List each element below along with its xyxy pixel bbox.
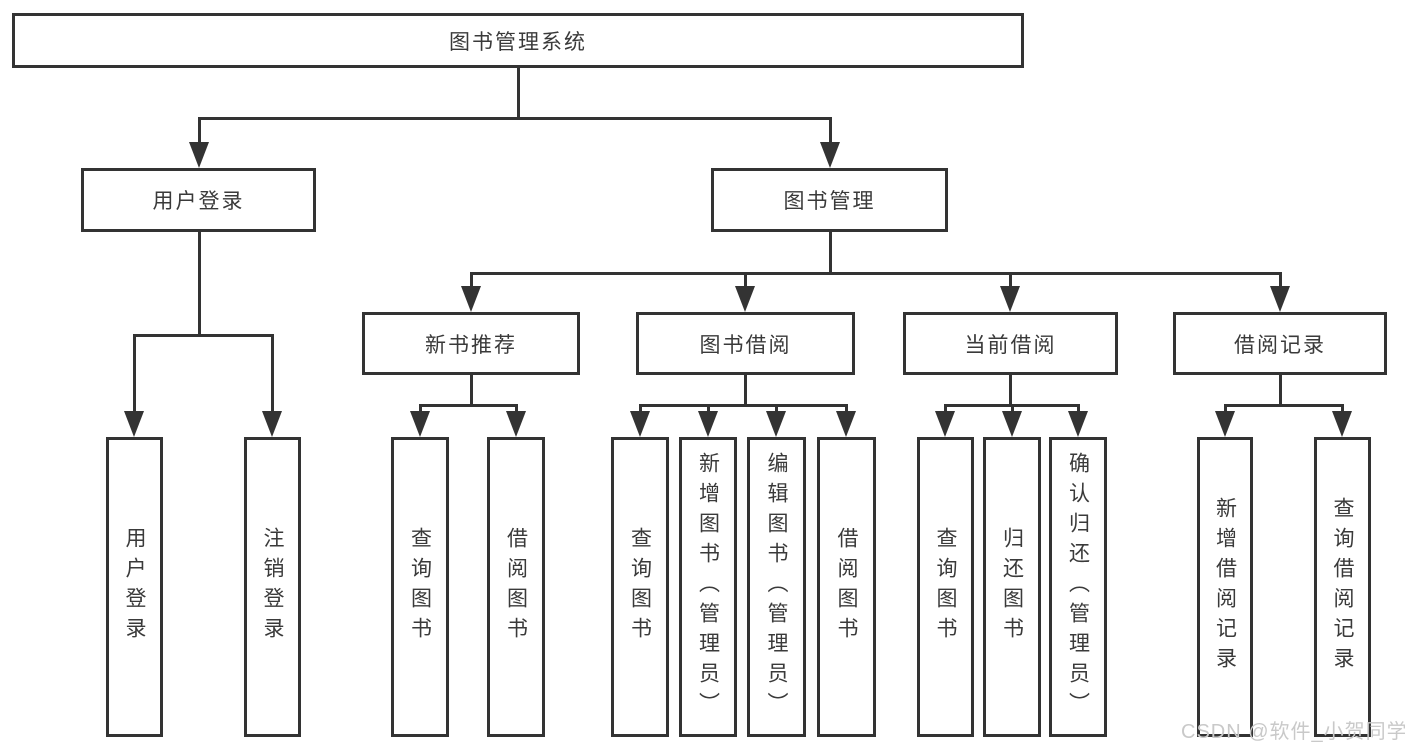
leaf-logout: 注销登录 bbox=[244, 437, 301, 737]
leaf-user-login: 用户登录 bbox=[106, 437, 163, 737]
leaf-bb-add-books: 新增图书（管理员） bbox=[679, 437, 737, 737]
node-new-book-recommend-label: 新书推荐 bbox=[425, 333, 517, 357]
node-book-borrowing: 图书借阅 bbox=[636, 312, 855, 375]
arrow-down-icon bbox=[1215, 411, 1235, 437]
leaf-br-query-record-label: 查询借阅记录 bbox=[1331, 497, 1354, 677]
connector-line bbox=[1011, 404, 1014, 414]
node-new-book-recommend: 新书推荐 bbox=[362, 312, 580, 375]
leaf-cb-query-books: 查询图书 bbox=[917, 437, 974, 737]
leaf-bb-edit-books: 编辑图书（管理员） bbox=[747, 437, 806, 737]
leaf-cb-return-books: 归还图书 bbox=[983, 437, 1041, 737]
leaf-nbr-borrow-books-label: 借阅图书 bbox=[504, 527, 528, 647]
leaf-br-query-record: 查询借阅记录 bbox=[1314, 437, 1371, 737]
connector-line bbox=[1279, 272, 1282, 290]
connector-line bbox=[639, 404, 848, 407]
connector-line bbox=[1009, 375, 1012, 407]
leaf-nbr-query-books-label: 查询图书 bbox=[408, 527, 432, 647]
connector-line bbox=[515, 404, 518, 414]
connector-line bbox=[845, 404, 848, 414]
node-user-login: 用户登录 bbox=[81, 168, 316, 232]
connector-line bbox=[775, 404, 778, 414]
node-borrowing-records-label: 借阅记录 bbox=[1234, 333, 1326, 357]
connector-line bbox=[1009, 272, 1012, 290]
connector-line bbox=[198, 117, 201, 144]
leaf-logout-label: 注销登录 bbox=[261, 527, 284, 647]
arrow-down-icon bbox=[630, 411, 650, 437]
arrow-down-icon bbox=[820, 142, 840, 168]
arrow-down-icon bbox=[461, 286, 481, 312]
connector-line bbox=[744, 375, 747, 407]
arrow-down-icon bbox=[1068, 411, 1088, 437]
connector-line bbox=[419, 404, 422, 414]
connector-line bbox=[271, 334, 274, 413]
arrow-down-icon bbox=[1000, 286, 1020, 312]
arrow-down-icon bbox=[124, 411, 144, 437]
leaf-bb-borrow-books-label: 借阅图书 bbox=[835, 527, 858, 647]
arrow-down-icon bbox=[836, 411, 856, 437]
leaf-cb-return-books-label: 归还图书 bbox=[1000, 527, 1024, 647]
leaf-br-add-record-label: 新增借阅记录 bbox=[1213, 497, 1237, 677]
node-user-login-label: 用户登录 bbox=[152, 190, 245, 213]
connector-line bbox=[829, 232, 832, 275]
arrow-down-icon bbox=[698, 411, 718, 437]
leaf-bb-add-books-label: 新增图书（管理员） bbox=[696, 452, 720, 722]
leaf-cb-confirm-return: 确认归还（管理员） bbox=[1049, 437, 1107, 737]
leaf-user-login-label: 用户登录 bbox=[123, 527, 146, 647]
leaf-nbr-borrow-books: 借阅图书 bbox=[487, 437, 545, 737]
connector-line bbox=[470, 375, 473, 407]
connector-line bbox=[639, 404, 642, 414]
leaf-bb-edit-books-label: 编辑图书（管理员） bbox=[765, 452, 788, 722]
connector-line bbox=[470, 272, 1282, 275]
node-root-label: 图书管理系统 bbox=[449, 30, 587, 54]
arrow-down-icon bbox=[262, 411, 282, 437]
connector-line bbox=[198, 232, 201, 336]
connector-line bbox=[944, 404, 947, 414]
connector-line bbox=[744, 272, 747, 290]
arrow-down-icon bbox=[506, 411, 526, 437]
node-borrowing-records: 借阅记录 bbox=[1173, 312, 1387, 375]
connector-line bbox=[517, 68, 520, 119]
leaf-nbr-query-books: 查询图书 bbox=[391, 437, 449, 737]
node-book-management-label: 图书管理 bbox=[783, 190, 876, 213]
node-book-borrowing-label: 图书借阅 bbox=[699, 333, 792, 357]
connector-line bbox=[470, 272, 473, 290]
connector-line bbox=[198, 117, 832, 120]
arrow-down-icon bbox=[410, 411, 430, 437]
leaf-bb-query-books: 查询图书 bbox=[611, 437, 669, 737]
connector-line bbox=[419, 404, 518, 407]
node-current-borrowing-label: 当前借阅 bbox=[964, 333, 1057, 357]
arrow-down-icon bbox=[735, 286, 755, 312]
connector-line bbox=[133, 334, 274, 337]
leaf-bb-borrow-books: 借阅图书 bbox=[817, 437, 876, 737]
leaf-cb-confirm-return-label: 确认归还（管理员） bbox=[1066, 452, 1090, 722]
leaf-cb-query-books-label: 查询图书 bbox=[934, 527, 957, 647]
connector-line bbox=[1077, 404, 1080, 414]
connector-line bbox=[1224, 404, 1344, 407]
arrow-down-icon bbox=[1002, 411, 1022, 437]
arrow-down-icon bbox=[1270, 286, 1290, 312]
connector-line bbox=[1341, 404, 1344, 414]
csdn-watermark: CSDN @软件_小贺同学 bbox=[1181, 721, 1405, 743]
arrow-down-icon bbox=[766, 411, 786, 437]
connector-line bbox=[1224, 404, 1227, 414]
connector-line bbox=[133, 334, 136, 413]
connector-line bbox=[1279, 375, 1282, 407]
node-current-borrowing: 当前借阅 bbox=[903, 312, 1118, 375]
arrow-down-icon bbox=[189, 142, 209, 168]
leaf-bb-query-books-label: 查询图书 bbox=[628, 527, 652, 647]
arrow-down-icon bbox=[935, 411, 955, 437]
leaf-br-add-record: 新增借阅记录 bbox=[1197, 437, 1253, 737]
node-root: 图书管理系统 bbox=[12, 13, 1024, 68]
connector-line bbox=[707, 404, 710, 414]
node-book-management: 图书管理 bbox=[711, 168, 948, 232]
connector-line bbox=[829, 117, 832, 144]
arrow-down-icon bbox=[1332, 411, 1352, 437]
